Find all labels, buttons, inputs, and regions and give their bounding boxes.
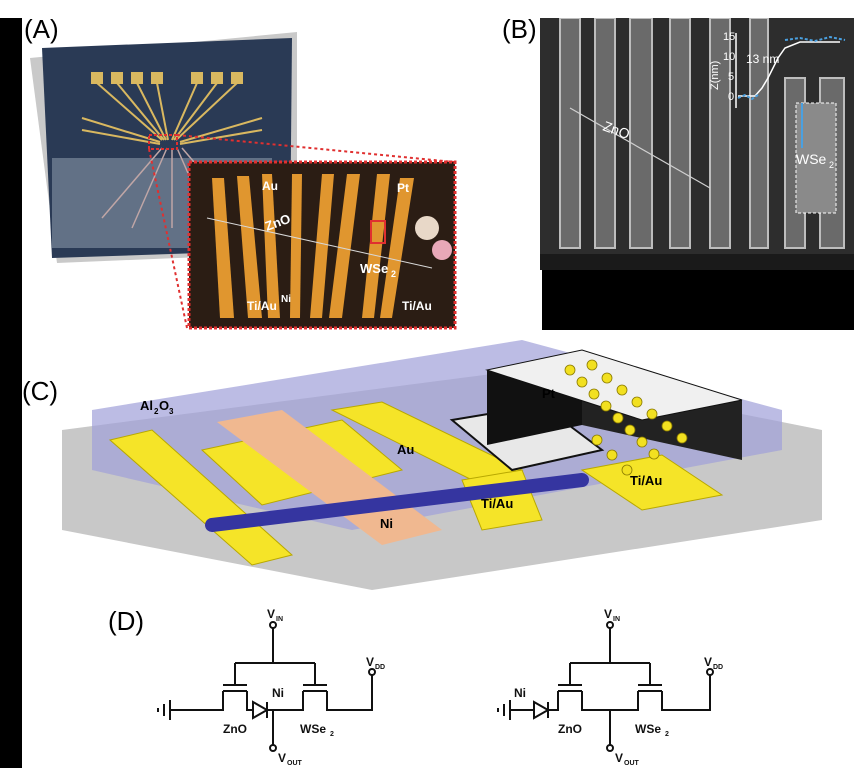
left-zno: ZnO [223,722,247,736]
inset-label-ti-au-right: Ti/Au [402,299,432,313]
afm-trace [738,41,840,97]
zno-nanowire [569,107,711,189]
right-vin: V [604,607,612,621]
panel-a-figure: Au Pt ZnO WSe 2 Ti/Au Ni Ti/Au [30,32,457,330]
inset-highlight-box [370,220,386,244]
contact-pads [81,72,263,145]
right-vdd: V [704,655,712,669]
inset-droplet [432,240,452,260]
inset-label-pt: Pt [397,181,409,195]
inset-scan-line [206,217,433,269]
afm-tick-5: 5 [728,71,734,83]
afm-baseline [737,93,759,101]
panel-d-background [22,600,854,768]
zoom-line-bottom [148,148,188,329]
panel-c-label: (C) [22,376,59,406]
afm-tick-15: 15 [723,31,735,43]
left-vdd-sub: DD [375,664,385,671]
inset-label-wse2: WSe [360,261,388,276]
circuit-left [157,621,376,752]
wse2-atoms [564,359,688,476]
left-wse2: WSe [300,722,326,736]
zoom-box [148,134,178,150]
panel-b-label: (B) [502,14,537,44]
ni-electrode [217,410,442,545]
left-ni: Ni [272,686,284,700]
inset-label-au: Au [262,179,278,193]
inset-electrodes [212,174,414,318]
zoom-line-top [176,134,455,163]
right-wse2-sub: 2 [665,731,669,738]
inset-label-ti-au-left: Ti/Au [247,299,277,313]
afm-tick-0: 0 [728,91,734,103]
label-al2o3-sub2: 3 [169,407,174,416]
label-al2o3-sub1: 2 [154,407,159,416]
circuit-right [497,621,714,752]
left-wse2-sub: 2 [330,731,334,738]
panel-b-sem-image: 15 10 5 0 Z(nm) 13 nm ZnO WSe 2 [540,18,854,270]
inset-droplet [415,216,439,240]
panel-d-label: (D) [108,606,145,636]
afm-profile-inset [735,33,846,148]
label-al2o3: Al [140,398,153,413]
label-au: Au [397,442,414,457]
pt-block [449,349,743,472]
left-vout: V [278,751,286,765]
right-vdd-sub: DD [713,664,723,671]
panel-a-label: (A) [24,14,59,44]
panel-d-circuits: V IN V DD V OUT Ni ZnO WSe 2 V IN V DD V… [157,607,723,767]
afm-tick-10: 10 [723,51,735,63]
label-ti-au-mid: Ti/Au [481,496,513,511]
inset-label-wse2-sub: 2 [391,269,396,279]
right-ni: Ni [514,686,526,700]
sem-info-bar [540,254,854,270]
sem-label-wse2: WSe [796,151,827,167]
sem-label-wse2-sub: 2 [829,160,834,170]
top-margin [0,0,854,18]
right-wse2: WSe [635,722,661,736]
left-vout-sub: OUT [287,760,303,767]
right-vout-sub: OUT [624,760,640,767]
label-al2o3-mid: O [159,398,169,413]
label-ni: Ni [380,516,393,531]
afm-height-value: 13 nm [746,52,779,66]
afm-top-level [784,35,846,43]
panel-c-device-schematic: Al 2 O 3 Pt Au Ni Ti/Au Ti/Au [62,340,822,590]
right-vin-sub: IN [613,616,620,623]
label-pt: Pt [542,386,556,401]
inset-label-ni: Ni [281,294,291,305]
right-vout: V [615,751,623,765]
left-vdd: V [366,655,374,669]
right-zno: ZnO [558,722,582,736]
left-vin-sub: IN [276,616,283,623]
zno-nanowire-3d [205,473,589,532]
left-vin: V [267,607,275,621]
afm-axis-label: Z(nm) [709,61,721,90]
label-ti-au-right: Ti/Au [630,473,662,488]
